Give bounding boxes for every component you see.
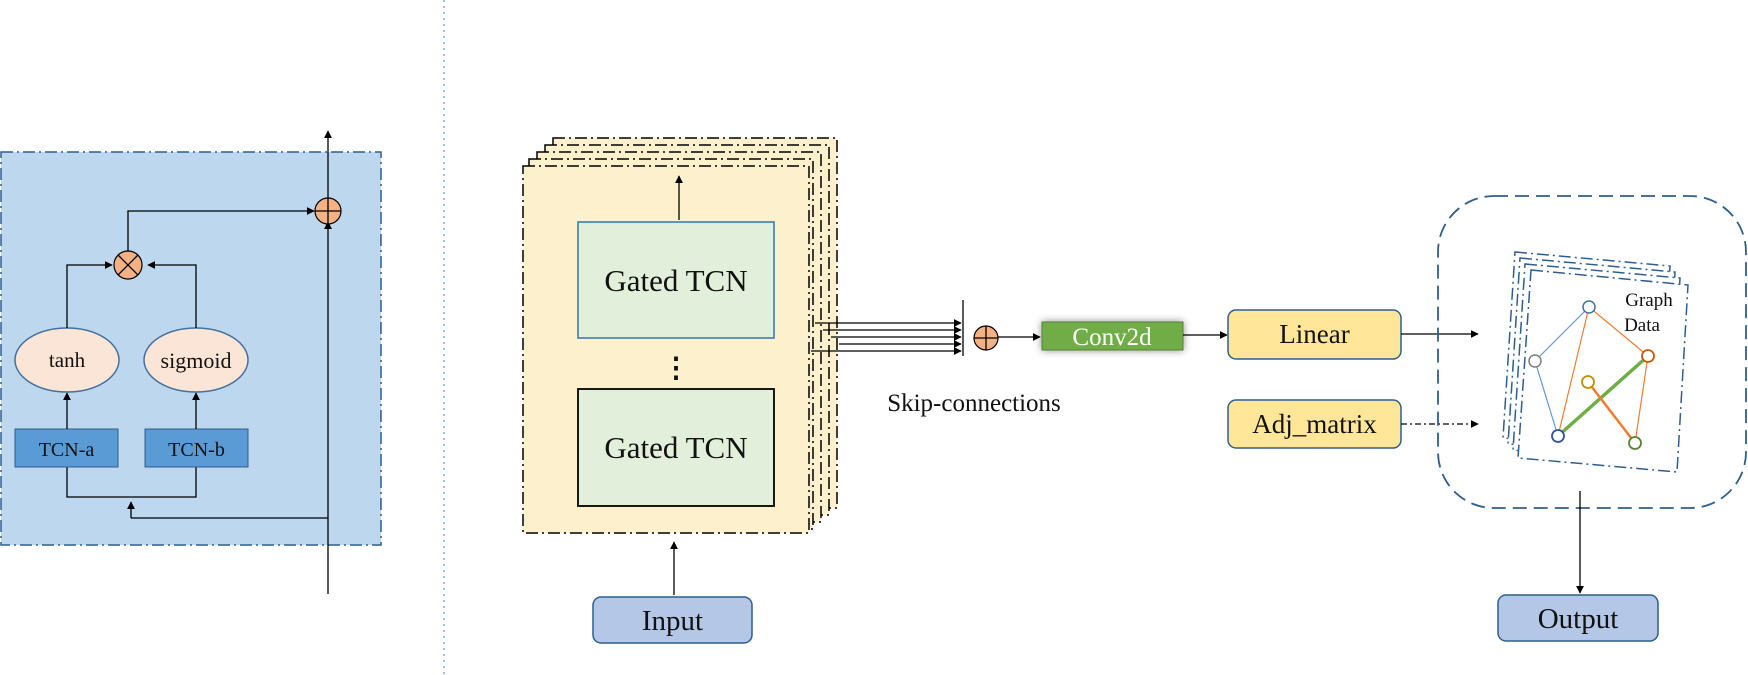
conv-feed xyxy=(66,467,197,498)
graph-node xyxy=(1641,349,1655,363)
graph-node xyxy=(1528,354,1542,368)
gated-tcn-label-bottom: Gated TCN xyxy=(604,430,747,465)
plus-icon xyxy=(314,197,342,225)
sigmoid-to-multiply xyxy=(147,261,197,328)
graph-edge xyxy=(1634,355,1649,444)
graph-node xyxy=(1581,375,1595,389)
graph-edge xyxy=(1534,360,1559,437)
conv2d-label: Conv2d xyxy=(1072,324,1152,351)
graph-label-line2: Data xyxy=(1624,315,1660,336)
graph-edge xyxy=(1587,381,1636,444)
input-box xyxy=(592,596,753,644)
adj-matrix-label: Adj_matrix xyxy=(1252,409,1377,439)
graph-label-line1: Graph xyxy=(1625,290,1673,311)
stack-ellipsis: ⋮ xyxy=(662,353,690,384)
tcn-a-label: TCN-a xyxy=(39,439,95,461)
tcn-b-label: TCN-b xyxy=(168,439,225,461)
graph-node xyxy=(1582,300,1596,314)
graph-edge xyxy=(1557,306,1590,437)
plus-icon xyxy=(973,325,999,351)
gated-tcn-block-top xyxy=(577,221,775,339)
layer-stack: Gated TCN ⋮ Gated TCN xyxy=(522,137,838,534)
output-label: Output xyxy=(1538,603,1619,635)
graph-container xyxy=(1437,195,1747,509)
multiply-to-add xyxy=(127,207,315,251)
skip-connections-label: Skip-connections xyxy=(887,390,1061,417)
gated-unit-panel: TCN-a TCN-b tanh sigmoid xyxy=(0,130,382,594)
graph-node xyxy=(1551,429,1565,443)
sigmoid-label: sigmoid xyxy=(161,348,232,373)
graph-edge xyxy=(1556,354,1650,438)
graph-edge xyxy=(1588,306,1649,357)
input-label: Input xyxy=(642,605,703,637)
tanh-label: tanh xyxy=(49,348,86,372)
linear-label: Linear xyxy=(1279,319,1349,349)
graph-layer-front xyxy=(1517,269,1689,473)
conv2d-box xyxy=(1041,321,1184,351)
graph-data-stack: Graph Data xyxy=(1502,251,1689,473)
gated-tcn-block-bottom xyxy=(577,388,775,507)
gated-tcn-label-top: Gated TCN xyxy=(604,263,747,298)
skip-connections xyxy=(811,300,964,356)
tanh-to-multiply xyxy=(66,261,113,328)
output-box xyxy=(1497,594,1659,642)
multiply-icon xyxy=(113,250,143,280)
tcn-a-box xyxy=(14,428,119,468)
graph-edge xyxy=(1534,306,1590,362)
graph-node xyxy=(1628,436,1642,450)
